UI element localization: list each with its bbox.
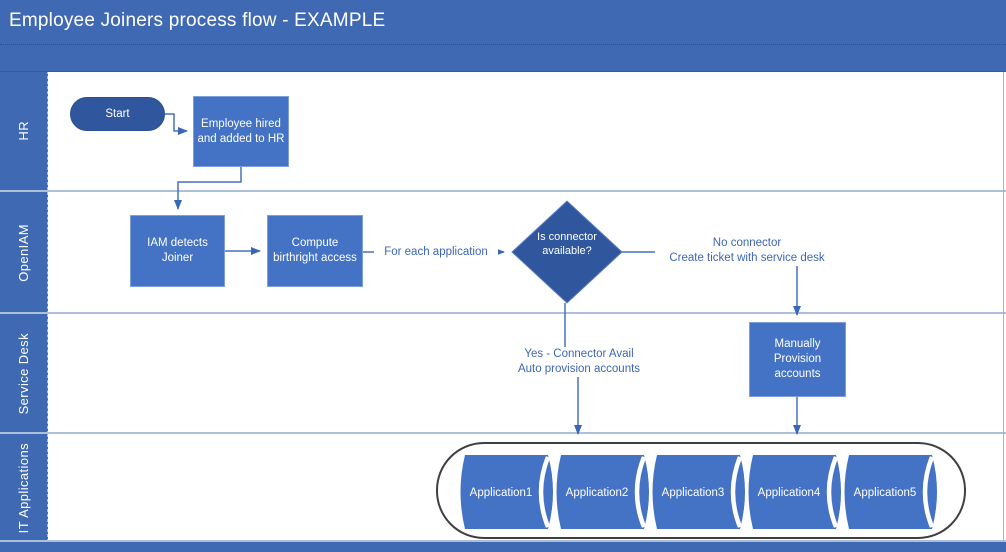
application-label: Application5 — [854, 487, 917, 499]
edge-label-yes-connector: Yes - Connector Avail Auto provision acc… — [503, 347, 655, 377]
edge-label-no-connector: No connector Create ticket with service … — [655, 236, 839, 266]
edge-label-yes-connector-line1: Yes - Connector Avail — [524, 348, 634, 360]
application-shape-1: Application1 — [460, 455, 553, 529]
process-iam-detects-joiner: IAM detects Joiner — [130, 215, 225, 287]
edge-label-no-connector-line2: Create ticket with service desk — [669, 252, 825, 264]
application-label: Application3 — [662, 487, 725, 499]
phase-band — [0, 45, 1006, 72]
lane-hr: HR — [0, 71, 1006, 190]
application-label: Application4 — [758, 487, 821, 499]
connector-start-to-employee — [165, 113, 188, 135]
cylinder-seam — [730, 456, 743, 528]
process-compute-birthright-access: Compute birthright access — [267, 215, 363, 287]
lane-strip-service-desk: Service Desk — [0, 314, 48, 434]
decision-label: Is connector available? — [537, 231, 597, 257]
application-shape-4: Application4 — [748, 455, 841, 529]
edge-label-no-connector-line1: No connector — [712, 237, 782, 249]
application-shape-2: Application2 — [556, 455, 649, 529]
lane-strip-hr: HR — [0, 71, 48, 190]
connector-employee-to-iam — [174, 167, 242, 210]
decision-diamond-shape — [511, 200, 623, 304]
application-label: Application2 — [566, 487, 629, 499]
cylinder-seam — [826, 456, 839, 528]
page-right-border — [1003, 71, 1004, 540]
application-shape-5: Application5 — [844, 455, 937, 529]
process-employee-hired: Employee hired and added to HR — [193, 96, 289, 167]
process-manually-provision: Manually Provision accounts — [749, 322, 846, 397]
application-shape-3: Application3 — [652, 455, 745, 529]
footer-band — [0, 540, 1006, 552]
edge-label-for-each-application: For each application — [374, 245, 498, 260]
cylinder-seam — [634, 456, 647, 528]
cylinder-seam — [922, 456, 935, 528]
lane-strip-openiam: OpenIAM — [0, 192, 48, 314]
application-label: Application1 — [470, 487, 533, 499]
start-node: Start — [70, 97, 165, 131]
title-band: Employee Joiners process flow - EXAMPLE — [0, 0, 1006, 45]
cylinder-seam — [538, 456, 551, 528]
lane-strip-it-applications: IT Applications — [0, 434, 48, 542]
page-title: Employee Joiners process flow - EXAMPLE — [9, 10, 386, 31]
edge-label-yes-connector-line2: Auto provision accounts — [517, 363, 641, 375]
